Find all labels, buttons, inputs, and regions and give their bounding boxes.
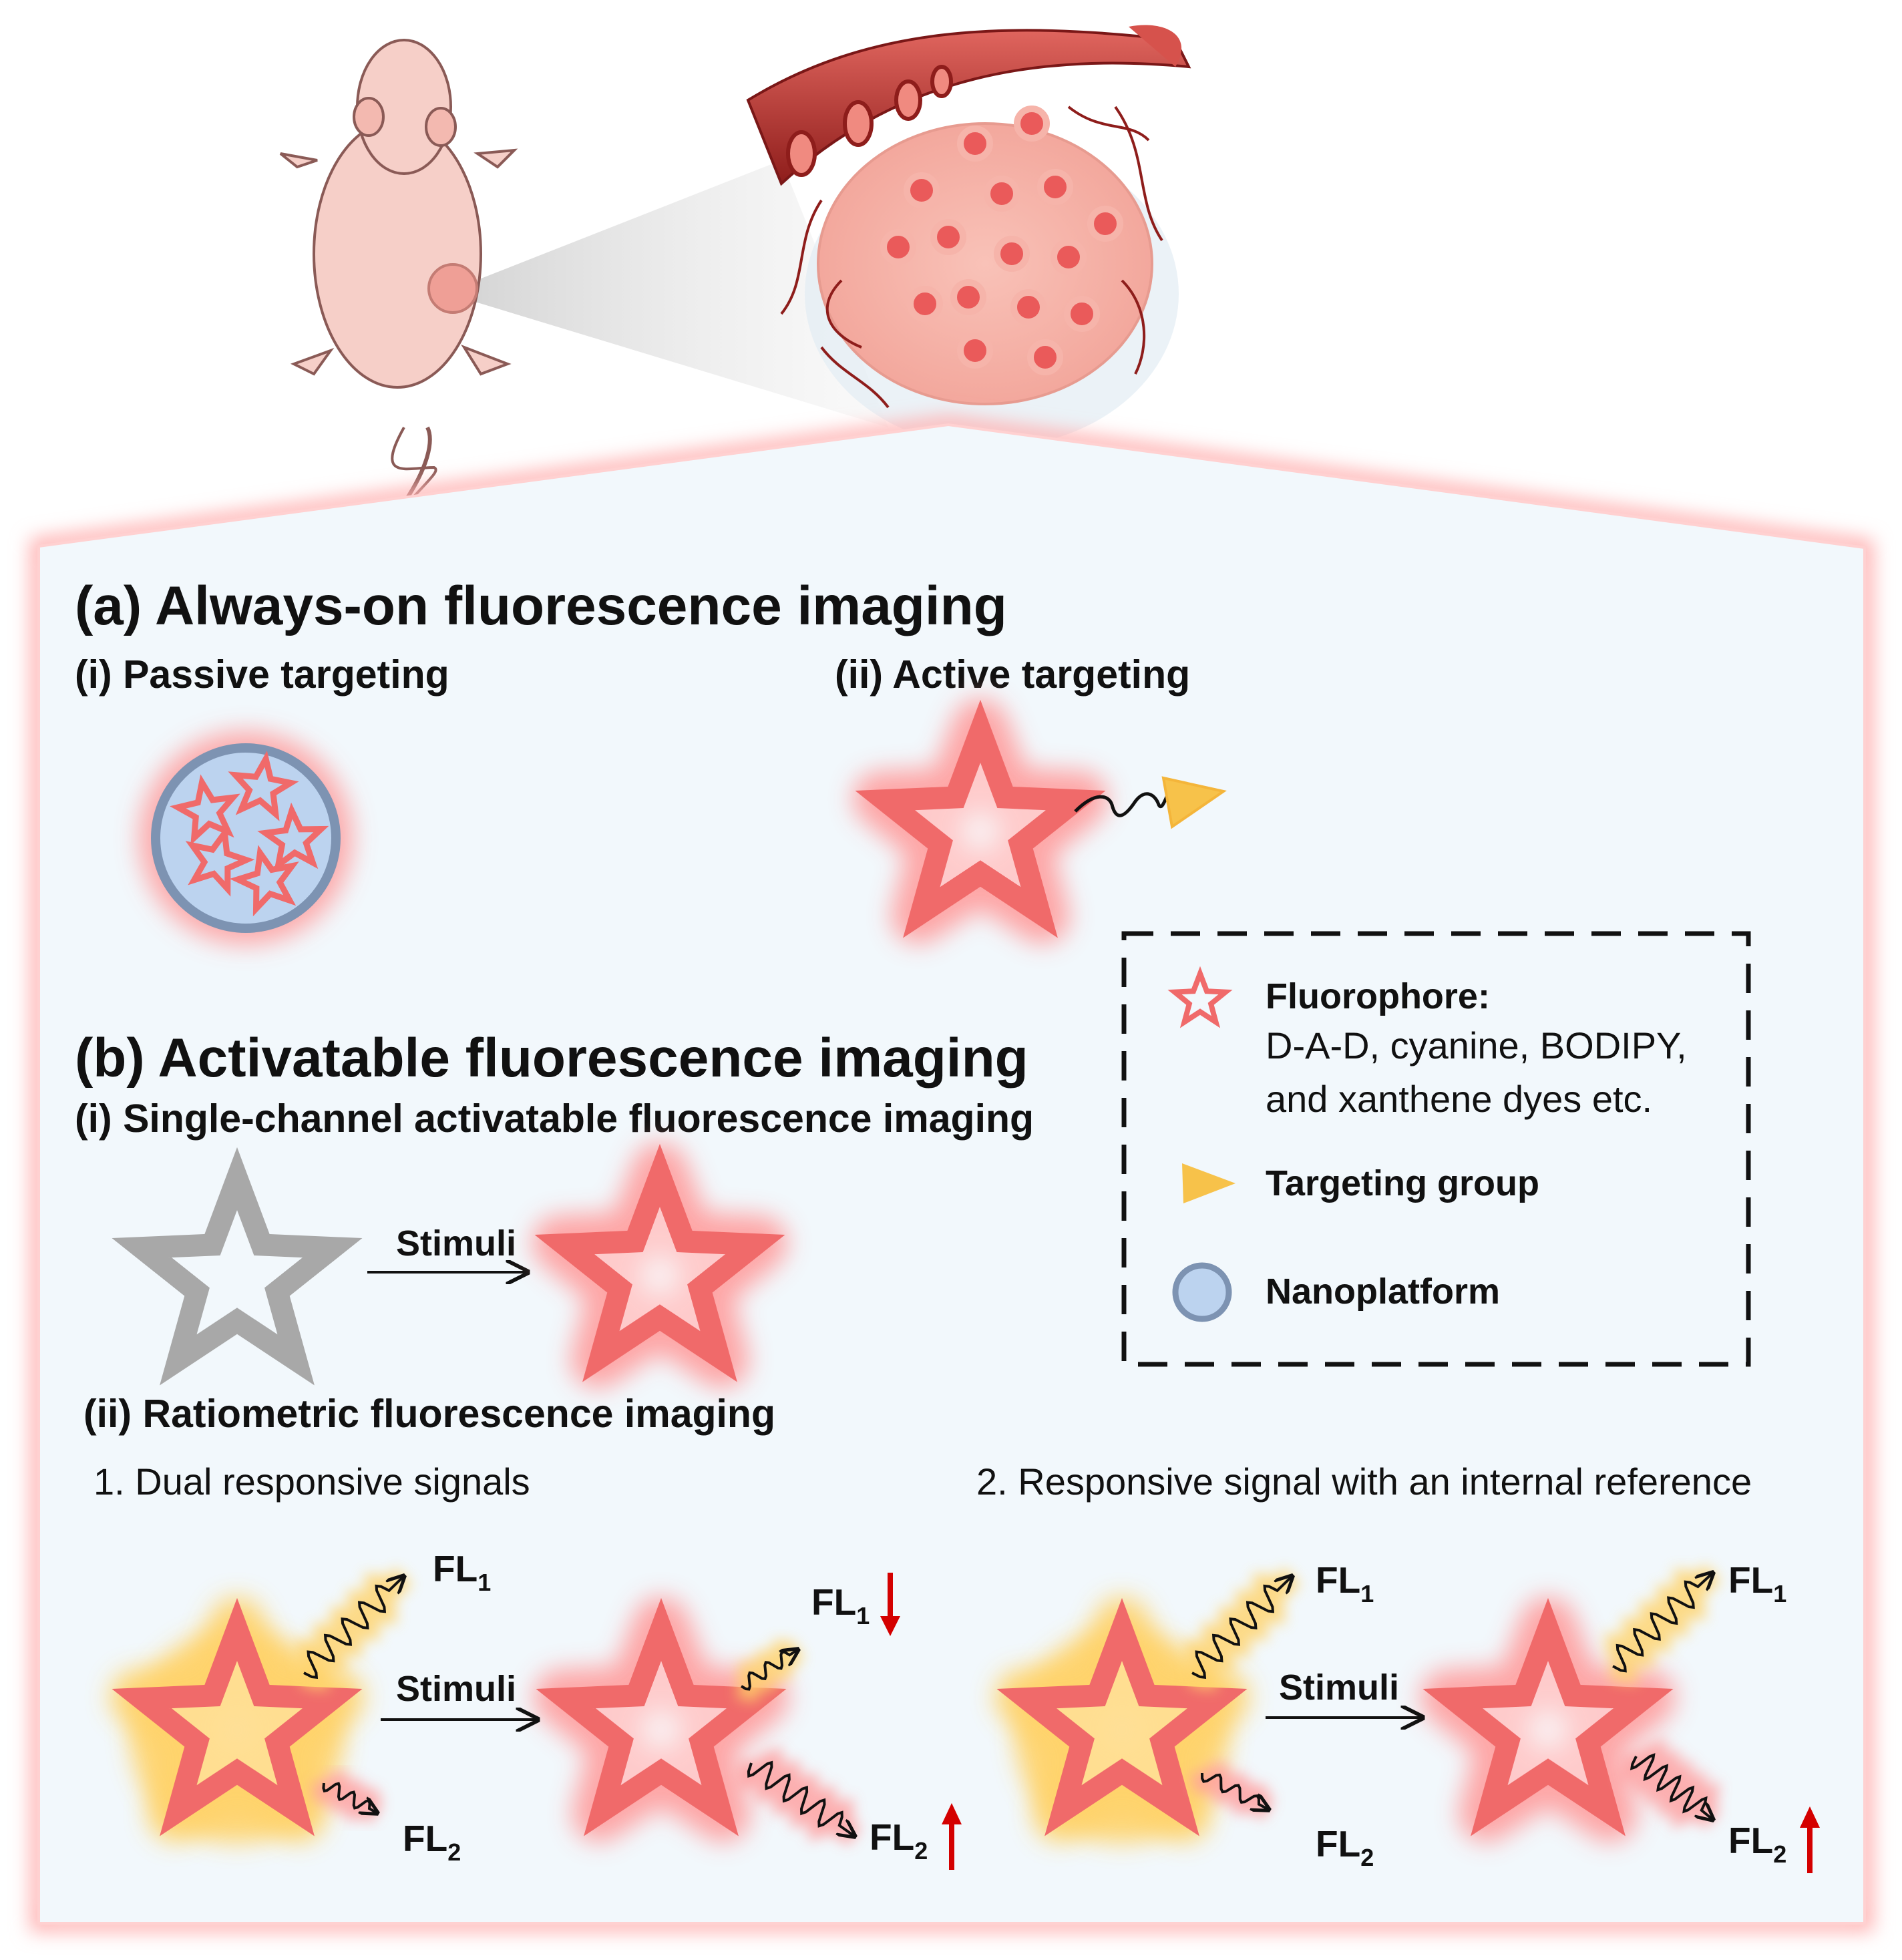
single-channel-label: (i) Single-channel activatable fluoresce… xyxy=(75,1097,1034,1141)
svg-text:FL1: FL1 xyxy=(811,1581,870,1629)
ref-after-fluorophore xyxy=(1420,1597,1676,1842)
inactive-fluorophore xyxy=(112,1147,363,1386)
passive-targeting-label: (i) Passive targeting xyxy=(75,652,449,697)
internal-reference-label: 2. Responsive signal with an internal re… xyxy=(976,1460,1752,1503)
legend-nanoplatform: Nanoplatform xyxy=(1266,1271,1500,1312)
active-targeting-label: (ii) Active targeting xyxy=(835,652,1190,697)
targeting-group-icon xyxy=(1161,776,1227,829)
nanoplatform-star-1 xyxy=(170,774,240,845)
targeting-linker xyxy=(1074,789,1172,817)
stimuli-label-dual: Stimuli xyxy=(396,1669,516,1709)
svg-text:FL2: FL2 xyxy=(403,1818,461,1866)
fl2-label-dual-after: FL2 xyxy=(870,1816,928,1865)
ratiometric-label: (ii) Ratiometric fluorescence imaging xyxy=(83,1392,775,1436)
fl1-label-dual-before: FL1 xyxy=(433,1548,491,1596)
ref-before-fluorophore xyxy=(994,1597,1250,1843)
stimuli-label-single: Stimuli xyxy=(396,1223,516,1263)
fl2-wave-dual-before xyxy=(322,1782,377,1813)
dual-responsive-label: 1. Dual responsive signals xyxy=(93,1460,530,1503)
tumor-illustration xyxy=(746,25,1191,447)
section-b-title: (b) Activatable fluorescence imaging xyxy=(75,1028,1028,1089)
svg-text:FL1: FL1 xyxy=(1316,1559,1374,1607)
emission-waves xyxy=(296,1564,1721,1846)
svg-text:FL2: FL2 xyxy=(870,1816,928,1865)
nanoplatform-with-fluorophores xyxy=(139,731,353,945)
legend-fluorophore-line1: D-A-D, cyanine, BODIPY, xyxy=(1266,1024,1687,1066)
fl1-label-dual-after: FL1 xyxy=(811,1581,870,1629)
fl2-increase-arrow-ref xyxy=(1800,1806,1820,1873)
fl2-label-dual-before: FL2 xyxy=(403,1818,461,1866)
fl2-wave-ref-before xyxy=(1201,1772,1269,1810)
main-panel xyxy=(30,415,1873,1932)
fl2-label-ref-before: FL2 xyxy=(1316,1823,1374,1871)
activated-fluorophore xyxy=(532,1143,788,1388)
stimuli-label-ref: Stimuli xyxy=(1279,1668,1399,1708)
nanoplatform-legend-icon xyxy=(1172,1262,1232,1322)
svg-text:FL2: FL2 xyxy=(1728,1820,1786,1868)
fl1-label-ref-before: FL1 xyxy=(1316,1559,1374,1607)
active-targeting-fluorophore xyxy=(852,699,1109,944)
dual-before-fluorophore xyxy=(109,1597,365,1843)
fl2-wave-dual-after xyxy=(747,1760,855,1836)
section-a-title: (a) Always-on fluorescence imaging xyxy=(75,576,1007,636)
magnification-beam xyxy=(467,160,888,427)
nanoplatform-star-2 xyxy=(228,751,299,821)
svg-text:FL1: FL1 xyxy=(1728,1559,1786,1607)
fl1-wave-dual-before xyxy=(303,1576,404,1680)
legend-targeting-group: Targeting group xyxy=(1266,1163,1539,1203)
targeting-group-legend-icon xyxy=(1182,1163,1235,1203)
nanoplatform-star-5 xyxy=(229,845,299,917)
mouse-illustration xyxy=(279,39,518,509)
svg-text:FL2: FL2 xyxy=(1316,1823,1374,1871)
fl1-label-ref-after: FL1 xyxy=(1728,1559,1786,1607)
fl2-label-ref-after: FL2 xyxy=(1728,1820,1786,1868)
legend-fluorophore-line2: and xanthene dyes etc. xyxy=(1266,1078,1652,1120)
legend-fluorophore-title: Fluorophore: xyxy=(1266,976,1490,1016)
fl2-increase-arrow-dual xyxy=(942,1803,962,1870)
fl1-decrease-arrow xyxy=(880,1573,900,1636)
fluorophore-icon xyxy=(1167,966,1233,1028)
fl1-wave-dual-after xyxy=(740,1649,798,1691)
legend-box xyxy=(1121,931,1751,1367)
nanoplatform-star-4 xyxy=(185,825,255,897)
fl2-wave-ref-after xyxy=(1630,1753,1713,1820)
fl1-wave-ref-before xyxy=(1191,1576,1292,1680)
nanoplatform-star-3 xyxy=(257,802,329,872)
fl1-wave-ref-after xyxy=(1612,1573,1713,1673)
svg-text:FL1: FL1 xyxy=(433,1548,491,1596)
